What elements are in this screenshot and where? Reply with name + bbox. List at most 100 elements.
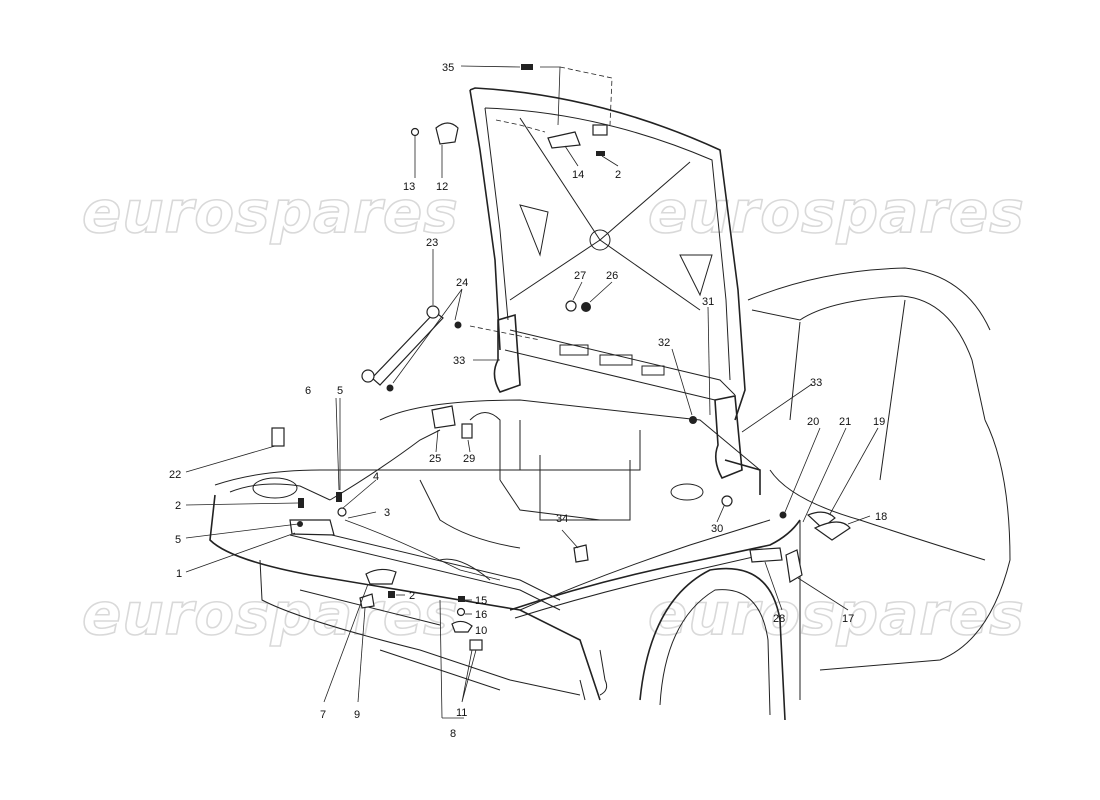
part-16 <box>456 607 466 617</box>
callout-33-right: 33 <box>810 377 822 389</box>
bay-left-edge <box>329 429 441 501</box>
callout-27: 27 <box>574 270 586 282</box>
callout-5-top: 5 <box>337 385 343 397</box>
leader-6 <box>335 397 340 491</box>
part-30-grommet <box>721 495 733 507</box>
front-panel-top <box>214 469 520 486</box>
part-24-lower <box>386 384 394 392</box>
engine-bay-drawing <box>229 399 801 619</box>
callout-35: 35 <box>442 62 454 74</box>
callout-25: 25 <box>429 453 441 465</box>
part-latch-bracket <box>592 124 608 136</box>
release-cable-front <box>344 519 501 581</box>
part-9-clip <box>359 593 375 609</box>
callout-12: 12 <box>436 181 448 193</box>
part-20 <box>779 511 787 519</box>
leader-lines <box>185 65 879 719</box>
bonnet-cutout-right <box>679 254 713 297</box>
bonnet-inner-frame-right <box>484 107 731 381</box>
callout-7: 7 <box>320 709 326 721</box>
bay-reservoir <box>469 412 501 480</box>
part-14-latch <box>547 131 581 149</box>
callout-18: 18 <box>875 511 887 523</box>
part-28-guide <box>749 547 783 563</box>
part-5-washer <box>297 521 303 527</box>
grille-slot-a <box>299 589 441 626</box>
callout-3: 3 <box>384 507 390 519</box>
part-23-gas-strut <box>371 311 444 386</box>
part-25-bracket <box>431 405 456 429</box>
bonnet-slot-2 <box>599 354 633 366</box>
leader-14 <box>564 145 579 167</box>
leader-19 <box>829 427 879 515</box>
watermark-top-left: eurospares <box>82 178 459 246</box>
leader-1 <box>185 532 296 573</box>
part-13-screw <box>410 127 420 137</box>
callout-4: 4 <box>373 471 379 483</box>
release-cable-sheath <box>514 551 776 619</box>
part-2-lower <box>388 591 395 598</box>
slam-panel-bottom <box>289 534 561 611</box>
part-15 <box>458 596 465 602</box>
callout-16: 16 <box>475 609 487 621</box>
callout-28: 28 <box>773 613 785 625</box>
leader-21 <box>802 427 847 523</box>
callout-9: 9 <box>354 709 360 721</box>
body-side-right <box>819 419 1011 671</box>
part-12-clip <box>435 122 459 145</box>
part-23-end-top <box>426 305 440 319</box>
callout-22: 22 <box>169 469 181 481</box>
callout-1: 1 <box>176 568 182 580</box>
part-26-nut <box>581 302 591 312</box>
leader-7 <box>323 583 369 703</box>
leader-31 <box>707 306 711 416</box>
callout-2-top: 2 <box>615 169 621 181</box>
bonnet-brace-bottom <box>509 239 701 311</box>
callout-33-left: 33 <box>453 355 465 367</box>
leader-35-b <box>559 66 613 126</box>
part-2-left-bolt <box>298 498 304 508</box>
wheel-arch <box>639 567 786 721</box>
watermark-bottom-right: eurospares <box>648 580 1025 648</box>
callout-8: 8 <box>450 728 456 740</box>
left-strut-tower <box>229 483 331 501</box>
leader-35 <box>460 65 521 68</box>
callout-31: 31 <box>702 296 714 308</box>
leader-26 <box>589 281 613 303</box>
part-18-lever <box>813 521 851 541</box>
callout-17: 17 <box>842 613 854 625</box>
bonnet-front-lip <box>504 349 716 401</box>
bay-box <box>539 455 631 521</box>
leader-32 <box>671 348 693 416</box>
part-2-top <box>596 151 605 156</box>
bonnet-cutout-left <box>519 204 549 257</box>
bay-round-mount <box>670 483 704 501</box>
part-29-block <box>461 423 473 439</box>
battery-tray <box>519 420 641 471</box>
bonnet-inner-frame-left <box>484 107 509 321</box>
callout-15: 15 <box>475 595 487 607</box>
leader-2a <box>601 155 619 167</box>
callout-14: 14 <box>572 169 584 181</box>
leader-29 <box>467 439 471 453</box>
part-6-bolt <box>336 492 342 502</box>
part-1-lock <box>289 519 335 536</box>
hinge-left <box>493 313 521 393</box>
leader-5b <box>185 523 299 539</box>
callout-29: 29 <box>463 453 475 465</box>
leader-17 <box>797 577 849 611</box>
leader-20 <box>784 427 821 513</box>
callout-5-left: 5 <box>175 534 181 546</box>
leader-28 <box>764 561 783 611</box>
part-19-handle <box>806 511 836 529</box>
parts-group <box>271 64 851 651</box>
leader-3 <box>347 511 377 519</box>
bumper-corner <box>579 679 586 701</box>
leader-11 <box>461 649 477 703</box>
hinge-right-bracket <box>724 459 761 495</box>
front-lower-valance <box>259 559 581 696</box>
leader-18 <box>847 515 871 525</box>
leader-9 <box>357 607 366 703</box>
wheel-arch-inner <box>659 589 771 716</box>
